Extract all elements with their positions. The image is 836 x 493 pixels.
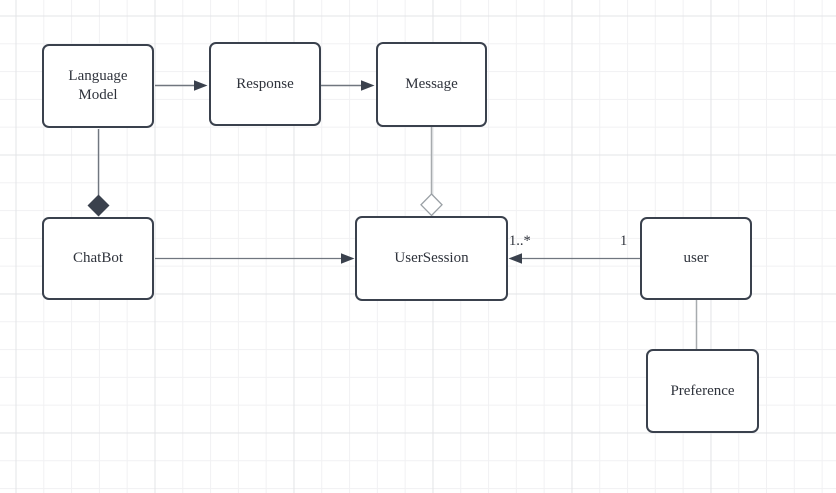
node-label: Response xyxy=(236,75,294,92)
composition-diamond-icon xyxy=(87,194,110,217)
node-message[interactable]: Message xyxy=(376,42,487,127)
node-response[interactable]: Response xyxy=(209,42,321,126)
node-label: Language Model xyxy=(68,68,128,103)
node-label: Message xyxy=(405,76,458,93)
node-language-model[interactable]: Language Model xyxy=(42,44,154,128)
multiplicity-target-label: 1..* xyxy=(509,233,531,249)
edge-language-model-to-chatbot[interactable] xyxy=(87,129,110,217)
node-user-session[interactable]: UserSession xyxy=(355,216,508,301)
arrowhead-icon xyxy=(508,253,522,264)
arrowhead-icon xyxy=(341,253,355,264)
node-label: ChatBot xyxy=(72,250,123,267)
edge-language-model-to-response[interactable] xyxy=(155,80,208,91)
node-label: UserSession xyxy=(394,250,469,267)
arrowhead-icon xyxy=(361,80,375,91)
edge-message-to-usersession[interactable] xyxy=(420,127,443,217)
node-chatbot[interactable]: ChatBot xyxy=(42,217,154,300)
node-user[interactable]: user xyxy=(640,217,752,300)
arrowhead-icon xyxy=(194,80,208,91)
node-preference[interactable]: Preference xyxy=(646,349,759,433)
multiplicity-source-label: 1 xyxy=(620,233,628,249)
aggregation-diamond-icon xyxy=(420,193,443,217)
edge-user-to-usersession[interactable] xyxy=(508,253,641,264)
node-label: Preference xyxy=(670,382,735,399)
node-label: user xyxy=(683,250,709,267)
edge-response-to-message[interactable] xyxy=(321,80,375,91)
edge-chatbot-to-usersession[interactable] xyxy=(155,253,355,264)
